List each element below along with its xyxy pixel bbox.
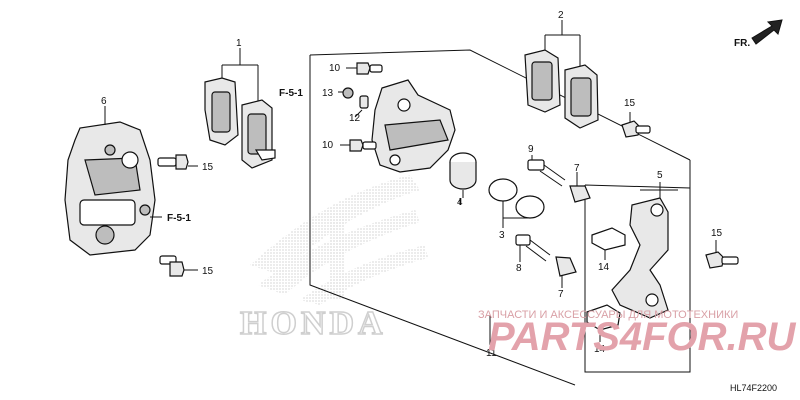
callout-14-lower: 14	[594, 344, 606, 355]
bolt-15-upper-left	[157, 154, 198, 170]
piston-4	[449, 152, 477, 198]
bleeder-screw-12	[354, 95, 369, 118]
pin-boot-7-upper	[569, 172, 591, 203]
callout-8: 8	[516, 263, 522, 274]
pad-spring-14-lower	[586, 304, 621, 342]
bolt-10-lower	[340, 139, 377, 152]
callout-15-bottom-right: 15	[711, 228, 723, 239]
bolt-10-upper	[346, 62, 383, 75]
slide-pin-8	[515, 234, 551, 262]
watermark-site: PARTS4FOR.RU	[488, 315, 797, 359]
pin-boot-7-lower	[555, 256, 577, 288]
diagram-code: HL74F2200	[730, 383, 777, 393]
bolt-15-top-right	[621, 112, 651, 138]
callout-7-lower: 7	[558, 289, 564, 300]
callout-1: 1	[236, 38, 242, 49]
callout-14-upper: 14	[598, 262, 610, 273]
callout-12: 12	[349, 113, 361, 124]
caliper-body-11	[371, 79, 456, 173]
callout-10-lower: 10	[322, 140, 334, 151]
slide-pin-9	[527, 155, 566, 187]
assembly-frame-5	[584, 184, 691, 373]
caliper-bracket-5	[611, 182, 678, 319]
ref-f51-top: F-5-1	[279, 88, 303, 99]
callout-15-top-right: 15	[624, 98, 636, 109]
callout-4: 4	[457, 197, 463, 208]
caliper-assembly-6	[64, 121, 156, 256]
bolt-15-lower-left	[159, 255, 198, 277]
honda-wing-logo	[250, 175, 428, 305]
honda-logo-text: HONDA	[240, 305, 387, 342]
brake-pad-set-2	[524, 20, 599, 129]
front-direction-arrow-icon	[751, 19, 783, 45]
callout-7-upper: 7	[574, 163, 580, 174]
ref-f51-left: F-5-1	[167, 213, 191, 224]
callout-10-upper: 10	[329, 63, 341, 74]
brake-pad-set-1	[204, 48, 276, 169]
watermark-caption: ЗАПЧАСТИ И АКСЕССУАРЫ ДЛЯ МОТОТЕХНИКИ	[478, 309, 738, 321]
pad-spring-14-upper	[591, 227, 626, 260]
callout-5: 5	[657, 170, 663, 181]
callout-15-upper-left: 15	[202, 162, 214, 173]
callout-2: 2	[558, 10, 564, 21]
callout-11: 11	[486, 348, 497, 359]
bleeder-cap-13	[338, 87, 354, 99]
callout-3: 3	[499, 230, 505, 241]
callout-9: 9	[528, 144, 534, 155]
callout-13: 13	[322, 88, 334, 99]
callout-6: 6	[101, 96, 107, 107]
bolt-15-bottom-right	[705, 240, 739, 269]
front-direction-label: FR.	[734, 38, 750, 49]
callout-15-lower-left: 15	[202, 266, 214, 277]
piston-seal-3	[488, 178, 545, 228]
